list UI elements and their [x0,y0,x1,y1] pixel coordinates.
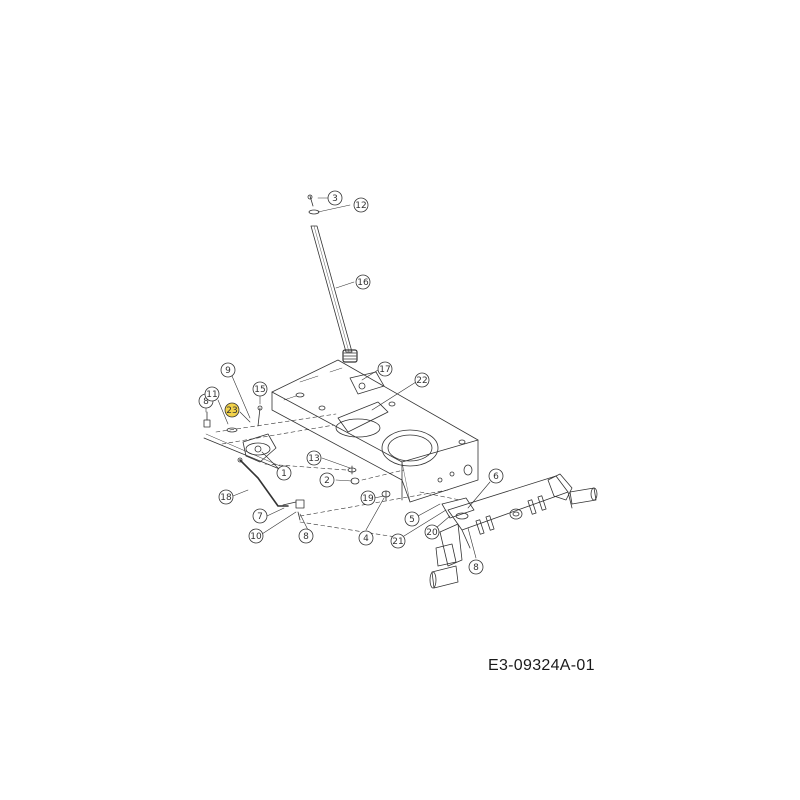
callout-c10: 10 [248,528,264,544]
steering-shaft [310,225,358,363]
callout-circle [218,489,234,505]
callout-c7: 7 [252,508,268,524]
callout-label: 11 [206,390,217,400]
callout-circle [298,528,314,544]
callout-c18: 18 [218,489,234,505]
callout-c19: 19 [360,490,376,506]
callout-label: 3 [332,194,338,204]
drawing-code: E3-09324A-01 [488,657,595,674]
callout-circle [224,402,240,418]
callout-label: 5 [409,515,415,525]
callout-label: 19 [362,494,374,504]
callout-circle [306,450,322,466]
callout-label: 20 [426,528,438,538]
callout-circle [353,197,369,213]
callout-label: 21 [392,537,403,547]
small-fasteners [347,465,391,501]
callout-c13: 13 [306,450,322,466]
callout-circle [414,372,430,388]
assembly-leaders [215,413,461,539]
callout-c15: 15 [252,381,268,397]
callout-circle [327,190,343,206]
callout-label: 2 [324,476,330,486]
callout-c6: 6 [488,468,504,484]
callout-c23: 23 [224,402,240,418]
callout-circle [390,533,406,549]
callout-circle [355,274,371,290]
callout-label: 8 [203,397,209,407]
callout-label: 7 [257,512,263,522]
callout-circle [424,524,440,540]
callout-circle [248,528,264,544]
callout-label: 4 [363,534,369,544]
callout-c9: 9 [220,362,236,378]
top-bolt [307,194,320,215]
callout-label: 9 [225,366,231,376]
callout-c20: 20 [424,524,440,540]
callout-circle [358,530,374,546]
callout-circle [377,361,393,377]
callout-circle [360,490,376,506]
front-axle [429,473,598,589]
callout-c1: 1 [276,465,292,481]
callout-label: 13 [308,454,319,464]
callout-circle [252,381,268,397]
callout-c8c: 8 [468,559,484,575]
callout-circle [204,386,220,402]
callout-c16: 16 [355,274,371,290]
callout-label: 15 [254,385,265,395]
callout-label: 8 [303,532,309,542]
callout-c22: 22 [414,372,430,388]
callout-circle [488,468,504,484]
callout-label: 8 [473,563,479,573]
callout-circle [252,508,268,524]
callout-c12: 12 [353,197,369,213]
callout-c5: 5 [404,511,420,527]
callout-label: 23 [226,406,237,416]
callout-circle [319,472,335,488]
callout-c4: 4 [358,530,374,546]
callout-c2: 2 [319,472,335,488]
callout-c21: 21 [390,533,406,549]
callout-leaders [205,197,491,559]
callout-label: 10 [250,532,262,542]
callout-c11: 11 [204,386,220,402]
callout-label: 6 [493,472,499,482]
callout-label: 18 [220,493,232,503]
frame-plate [271,359,479,503]
callout-label: 16 [357,278,369,288]
callout-circle [220,362,236,378]
callout-circle [468,559,484,575]
tie-rod-end [282,499,305,521]
callout-circle [404,511,420,527]
callout-label: 12 [355,201,366,211]
callout-c8b: 8 [298,528,314,544]
callout-label: 1 [281,469,287,479]
callout-label: 22 [416,376,427,386]
callout-c3: 3 [327,190,343,206]
steering-gear-assembly [203,405,283,471]
drag-link [237,457,289,507]
callout-circle [276,465,292,481]
callout-label: 17 [379,365,390,375]
callout-c17: 17 [377,361,393,377]
